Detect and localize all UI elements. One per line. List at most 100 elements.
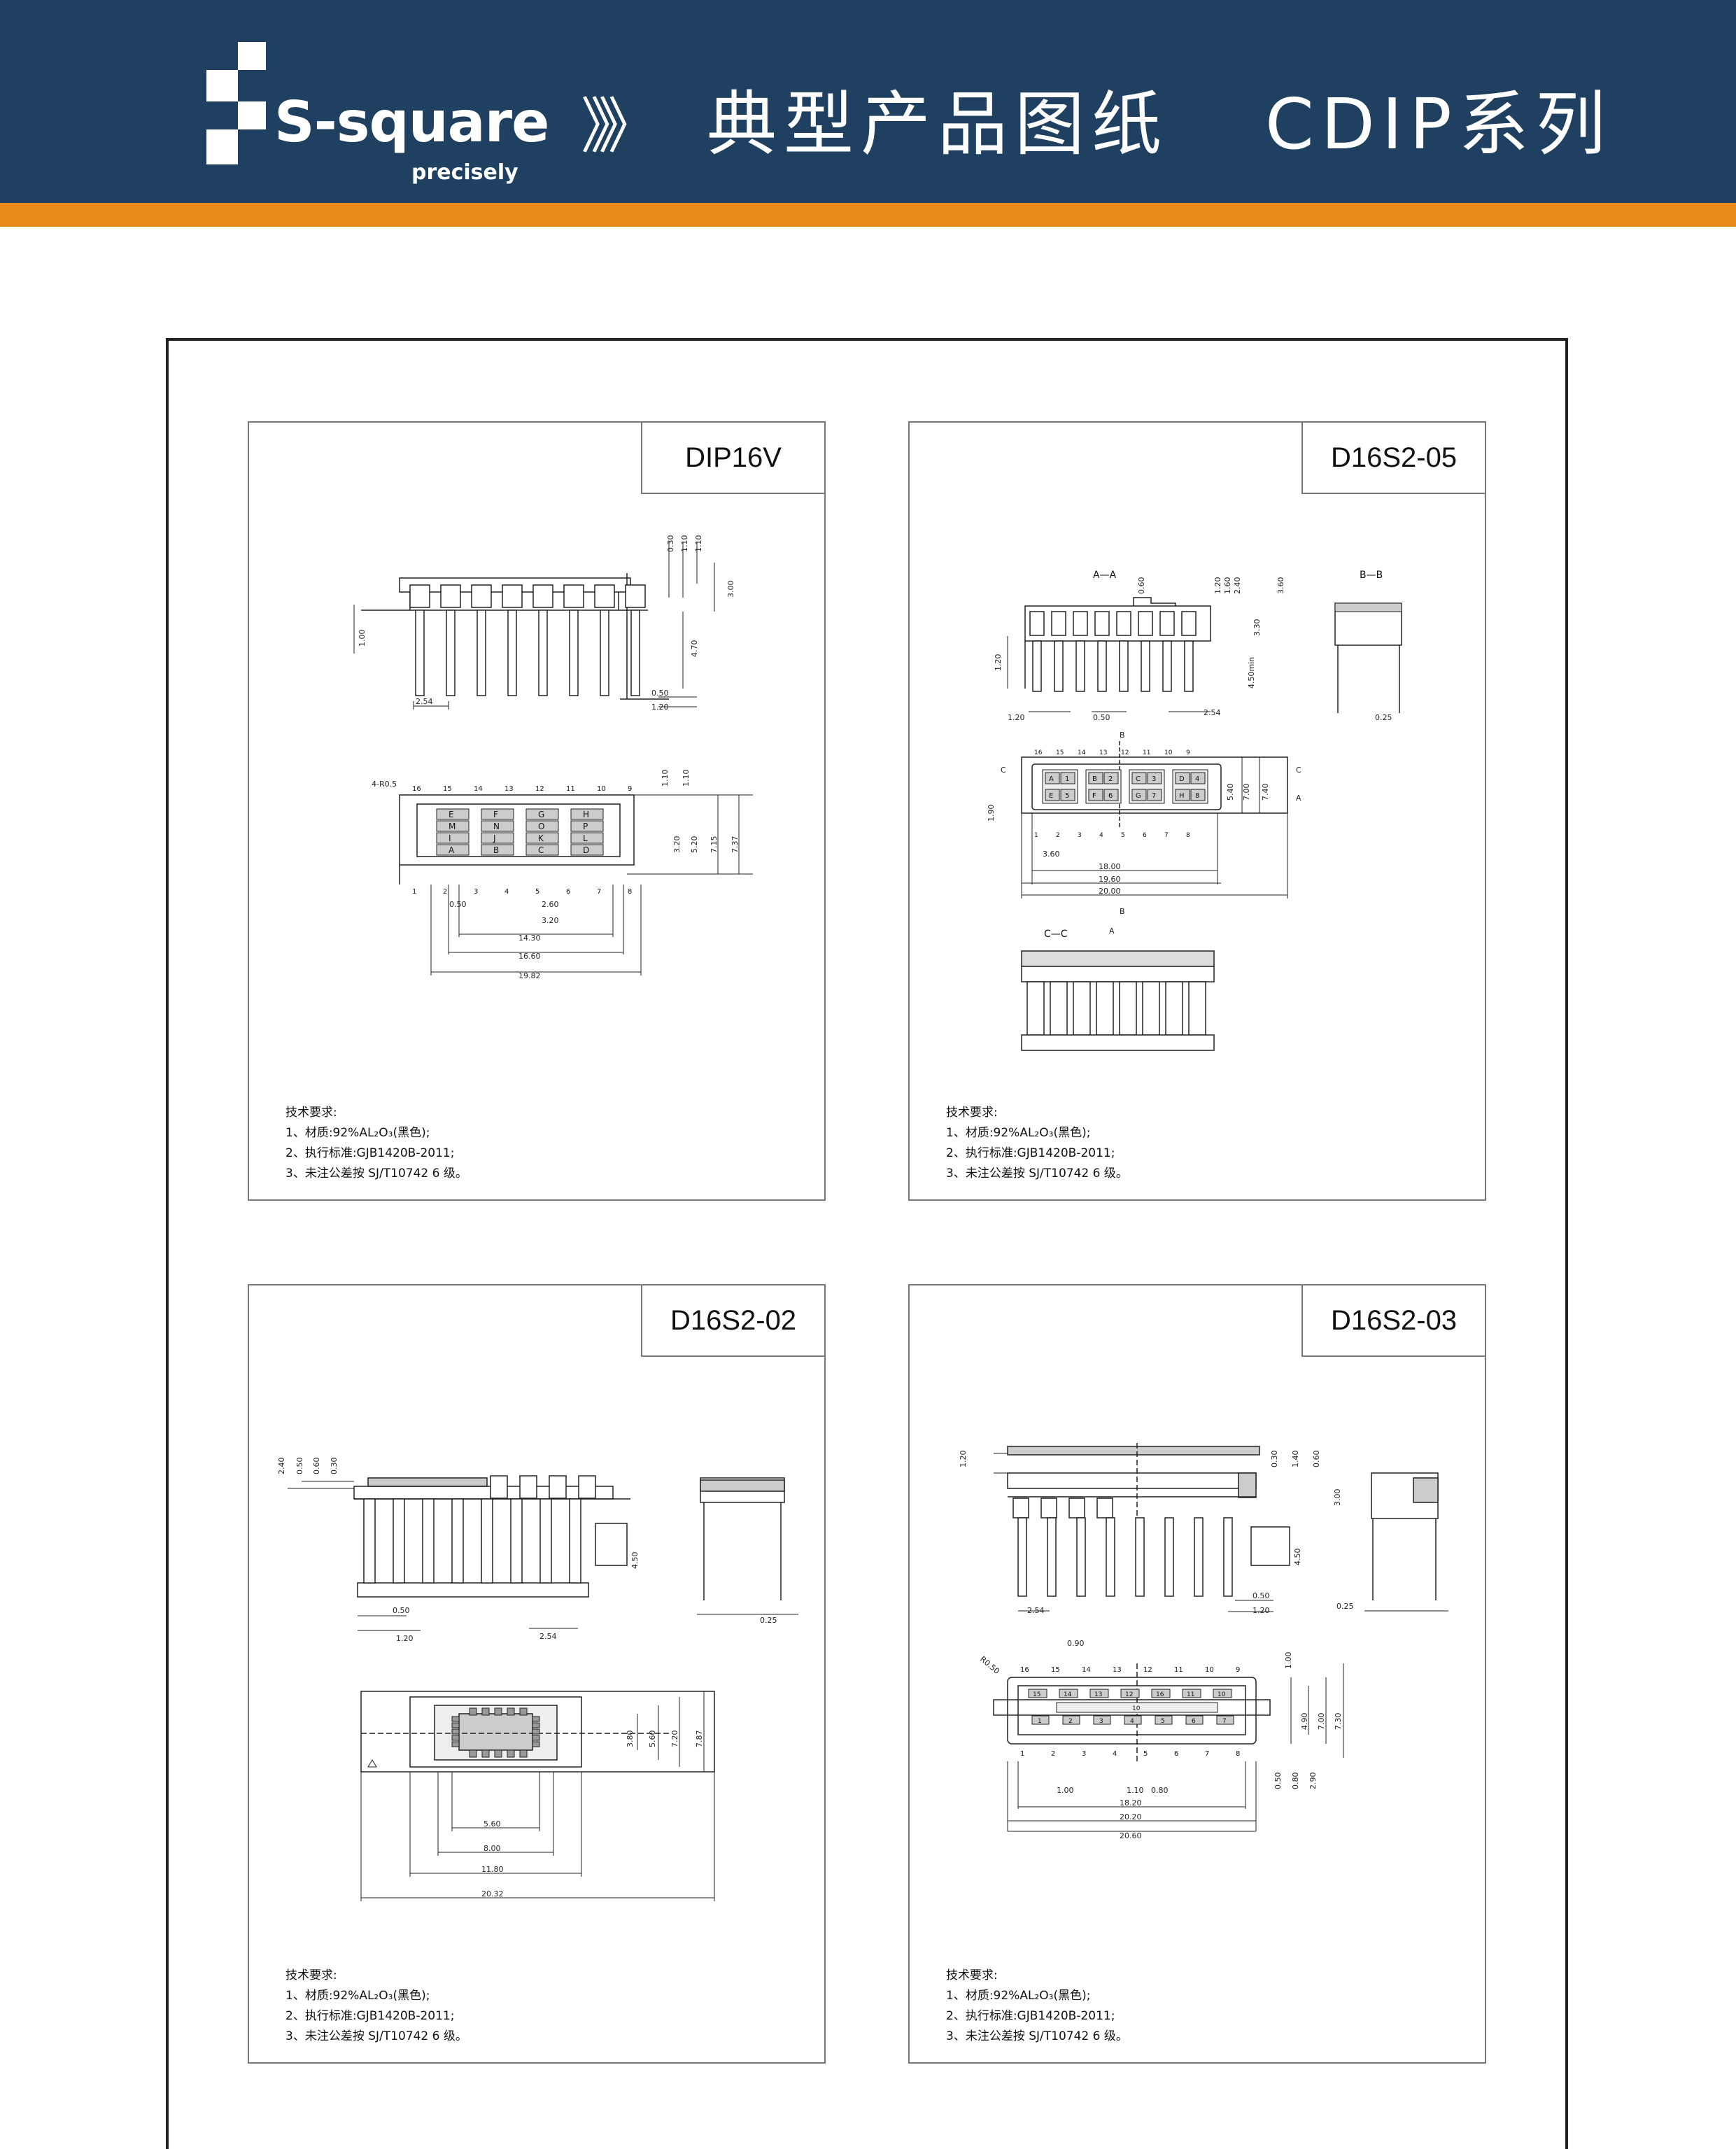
pad bbox=[1190, 789, 1206, 801]
pin-number: 3 bbox=[1082, 1750, 1086, 1758]
pad-label: 6 bbox=[1108, 792, 1113, 800]
pin-lead bbox=[1076, 1517, 1086, 1597]
pin-lead bbox=[1141, 640, 1150, 692]
pin-head bbox=[1094, 611, 1110, 636]
dim-label: 2.40 bbox=[277, 1458, 286, 1475]
dim-label: 7.30 bbox=[1334, 1713, 1343, 1731]
dim-label: 4.90 bbox=[1300, 1713, 1309, 1731]
pin-lead bbox=[600, 610, 609, 696]
dim-label: 2.54 bbox=[1204, 708, 1221, 717]
dim-label: 0.60 bbox=[1137, 577, 1146, 595]
pin-number: 7 bbox=[1164, 832, 1169, 839]
dim-pitch: 2.54 bbox=[416, 697, 433, 706]
dim-label: 1.20 bbox=[1008, 713, 1025, 722]
pad bbox=[1216, 1715, 1234, 1725]
dim-label: 1.20 bbox=[1213, 577, 1222, 595]
dim-label: 0.25 bbox=[1336, 1602, 1354, 1611]
drawing-panel-dip16v: DIP16V 2.54 0.30 1.10 1.10 3.00 1.00 4.7… bbox=[248, 421, 826, 1201]
pad-label: 6 bbox=[1192, 1718, 1196, 1725]
dim-label: 3.30 bbox=[1252, 619, 1262, 637]
dim-label: R0.50 bbox=[978, 1654, 1001, 1676]
pin-head bbox=[1159, 611, 1175, 636]
pin-number: 16 bbox=[1020, 1666, 1029, 1674]
pad bbox=[1175, 789, 1190, 801]
pin-number: 9 bbox=[628, 785, 632, 793]
pad bbox=[532, 1716, 540, 1722]
pin-number: 2 bbox=[1056, 832, 1060, 839]
pad bbox=[1213, 1689, 1232, 1698]
pin-number: 3 bbox=[474, 888, 478, 896]
pad bbox=[1147, 772, 1162, 784]
pin-number: 15 bbox=[1056, 749, 1064, 756]
dim-label: 7.15 bbox=[710, 836, 719, 854]
pad bbox=[1028, 1689, 1047, 1698]
pad bbox=[494, 1707, 502, 1716]
drawing-panel-d16s2-02: D16S2-02 2.40 0.50 0.60 0.30 4.50 0.50 1… bbox=[248, 1284, 826, 2064]
brand-name: S-square bbox=[274, 90, 549, 155]
pin-lead bbox=[481, 1498, 493, 1584]
dim-label: 4.50min bbox=[1247, 657, 1256, 689]
pad bbox=[481, 832, 514, 844]
pad bbox=[1151, 1689, 1171, 1698]
section-marker: B bbox=[1120, 907, 1125, 916]
dim-label: 1.10 bbox=[682, 770, 691, 787]
pad bbox=[1182, 1689, 1201, 1698]
pad bbox=[469, 1707, 477, 1716]
pin-lead bbox=[1119, 981, 1137, 1036]
dim-label: 4.50 bbox=[630, 1552, 640, 1570]
pad bbox=[532, 1735, 540, 1741]
pad bbox=[1060, 772, 1075, 784]
pin-number: 1 bbox=[412, 888, 416, 896]
pin-lead bbox=[1097, 640, 1107, 692]
pin-number: 7 bbox=[1205, 1750, 1209, 1758]
dim-label: 7.40 bbox=[1261, 784, 1270, 801]
pad bbox=[451, 1735, 460, 1741]
dim-label: 1.40 bbox=[1291, 1451, 1300, 1468]
pad bbox=[1060, 789, 1075, 801]
dim-label: 0.80 bbox=[1291, 1773, 1300, 1790]
pin-lead bbox=[539, 1498, 552, 1584]
pin-number: 15 bbox=[1051, 1666, 1060, 1674]
dim-label: 2.90 bbox=[1308, 1773, 1318, 1790]
dim-label: 0.30 bbox=[666, 535, 675, 553]
pin-lead bbox=[1054, 640, 1064, 692]
pad-label: B bbox=[1092, 775, 1097, 783]
panel-label: D16S2-03 bbox=[1330, 1304, 1458, 1336]
notes-heading: 技术要求: bbox=[285, 1106, 337, 1120]
pin-head bbox=[1073, 611, 1088, 636]
pad bbox=[1059, 1689, 1078, 1698]
dim-label: 7.00 bbox=[1242, 784, 1251, 801]
notes-heading: 技术要求: bbox=[946, 1106, 998, 1120]
pin-head bbox=[1029, 611, 1045, 636]
dim-label: 7.20 bbox=[670, 1731, 679, 1748]
dim-label: 20.60 bbox=[1120, 1831, 1142, 1840]
pin-head bbox=[532, 584, 553, 608]
dim-label: 1.20 bbox=[651, 703, 669, 712]
pin-number: 8 bbox=[628, 888, 632, 896]
header-banner: S-square precisely 》》 典型产品图纸 CDIP系列 bbox=[0, 0, 1736, 203]
pad-label: 4 bbox=[1195, 775, 1199, 783]
pad bbox=[1190, 772, 1206, 784]
notes-line: 2、执行标准:GJB1420B-2011; bbox=[946, 2009, 1115, 2023]
pad bbox=[1093, 1715, 1111, 1725]
pad-label: H bbox=[583, 810, 589, 819]
section-marker: B bbox=[1120, 731, 1125, 740]
pad bbox=[1175, 772, 1190, 784]
pad-bar bbox=[1056, 1702, 1218, 1713]
pad bbox=[525, 832, 559, 844]
pin-lead bbox=[510, 1498, 523, 1584]
pin-lead bbox=[1119, 640, 1129, 692]
dim-label: 1.00 bbox=[1057, 1786, 1074, 1795]
pin-lead bbox=[415, 610, 425, 696]
pin-number: 16 bbox=[1034, 749, 1043, 756]
dim-label: 2.40 bbox=[1233, 577, 1242, 595]
pin-head bbox=[1051, 611, 1066, 636]
drawing-frame bbox=[166, 338, 1568, 2149]
notes-line: 3、未注公差按 SJ/T10742 6 级。 bbox=[285, 1167, 467, 1181]
pad bbox=[1103, 789, 1119, 801]
pin-number: 6 bbox=[1174, 1750, 1178, 1758]
dim-label: 0.50 bbox=[295, 1458, 304, 1475]
pad bbox=[570, 832, 604, 844]
dim-label: 3.60 bbox=[1043, 850, 1060, 859]
pad-label: 8 bbox=[1195, 792, 1199, 800]
